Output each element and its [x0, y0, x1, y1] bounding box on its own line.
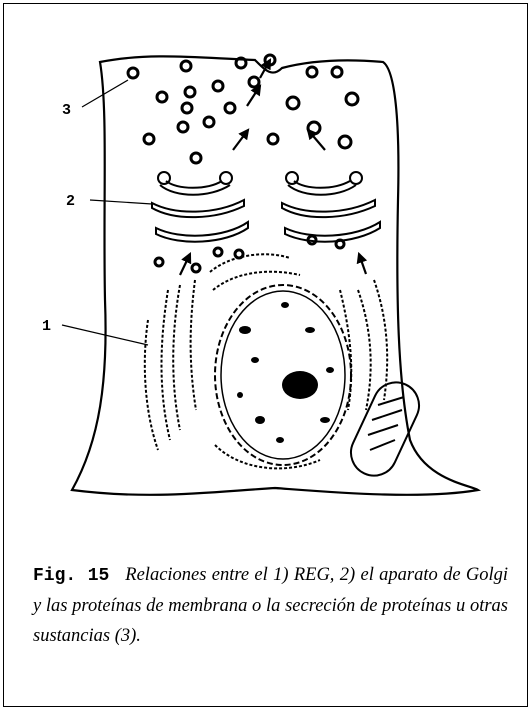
label-1: 1	[42, 318, 51, 335]
golgi-right	[282, 172, 380, 242]
label-2: 2	[66, 193, 75, 210]
label-lines	[62, 80, 152, 345]
rough-er	[145, 254, 387, 468]
cell-membrane	[72, 56, 478, 494]
figure-caption: Fig. 15 Relaciones entre el 1) REG, 2) e…	[33, 560, 508, 651]
golgi-left	[152, 172, 248, 242]
secretory-granules	[128, 55, 358, 272]
figure-number: Fig. 15	[33, 566, 109, 586]
nucleus	[215, 285, 351, 465]
transport-arrows	[180, 60, 366, 275]
label-3: 3	[62, 102, 71, 119]
